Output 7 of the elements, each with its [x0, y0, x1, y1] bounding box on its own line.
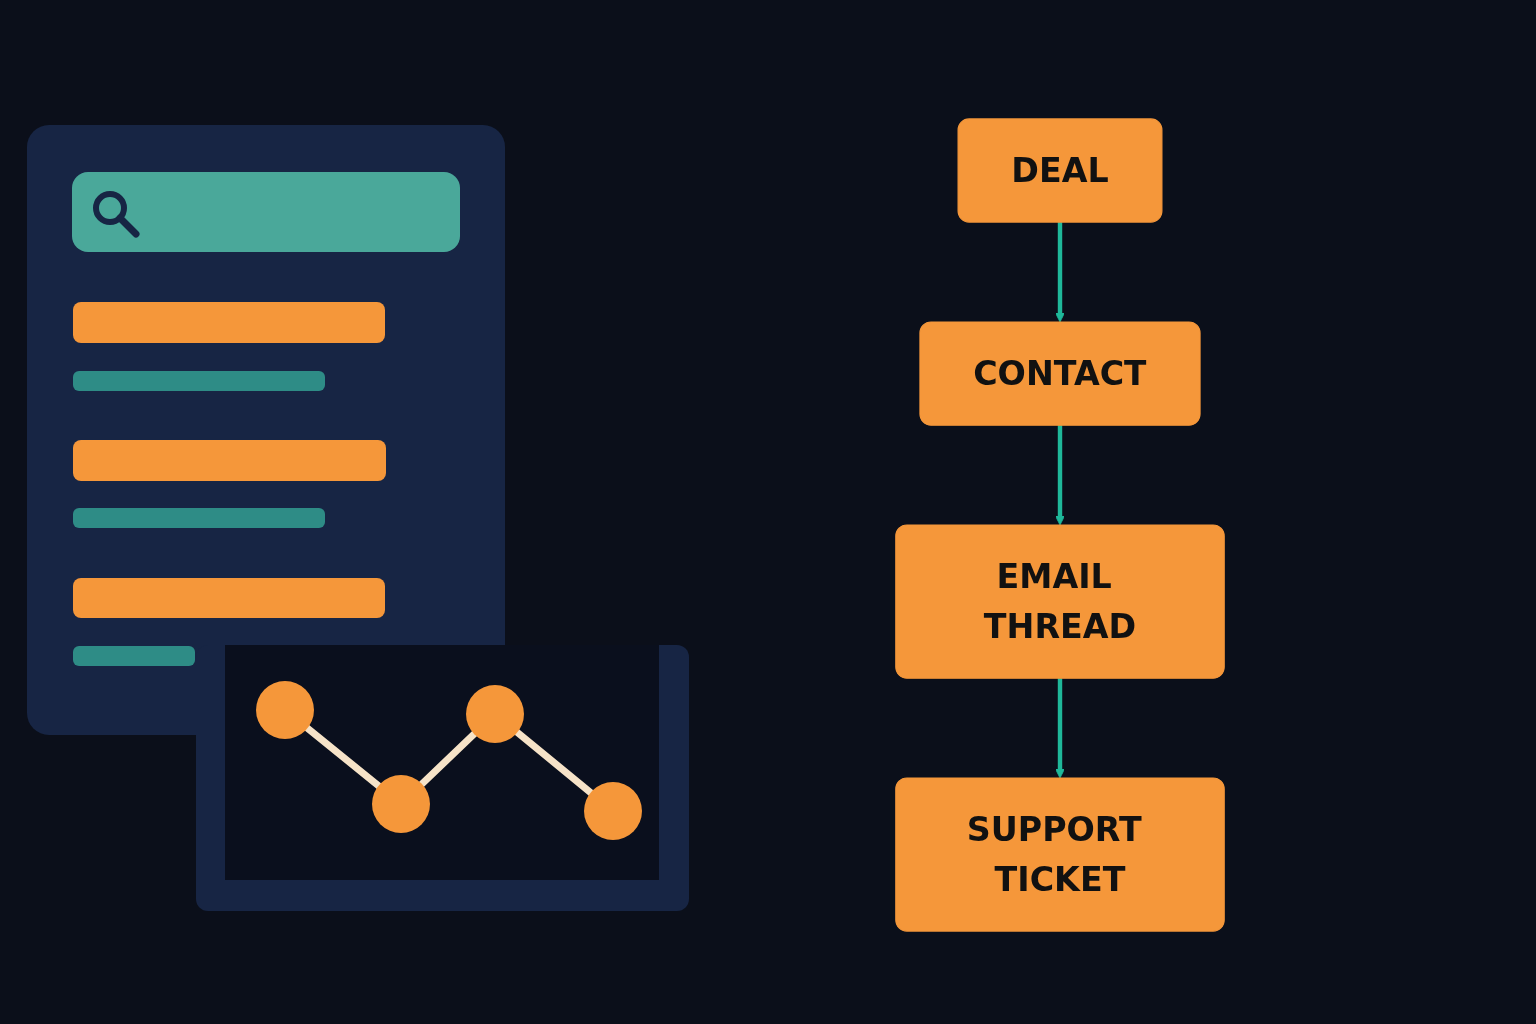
node-box: SUPPORT TICKET	[895, 777, 1225, 932]
node-box: EMAIL THREAD	[895, 524, 1225, 679]
arrow	[1055, 678, 1065, 779]
arrow	[1055, 222, 1065, 323]
arrow	[1055, 425, 1065, 526]
node-box: DEAL	[957, 118, 1163, 223]
node-box: CONTACT	[919, 321, 1201, 426]
